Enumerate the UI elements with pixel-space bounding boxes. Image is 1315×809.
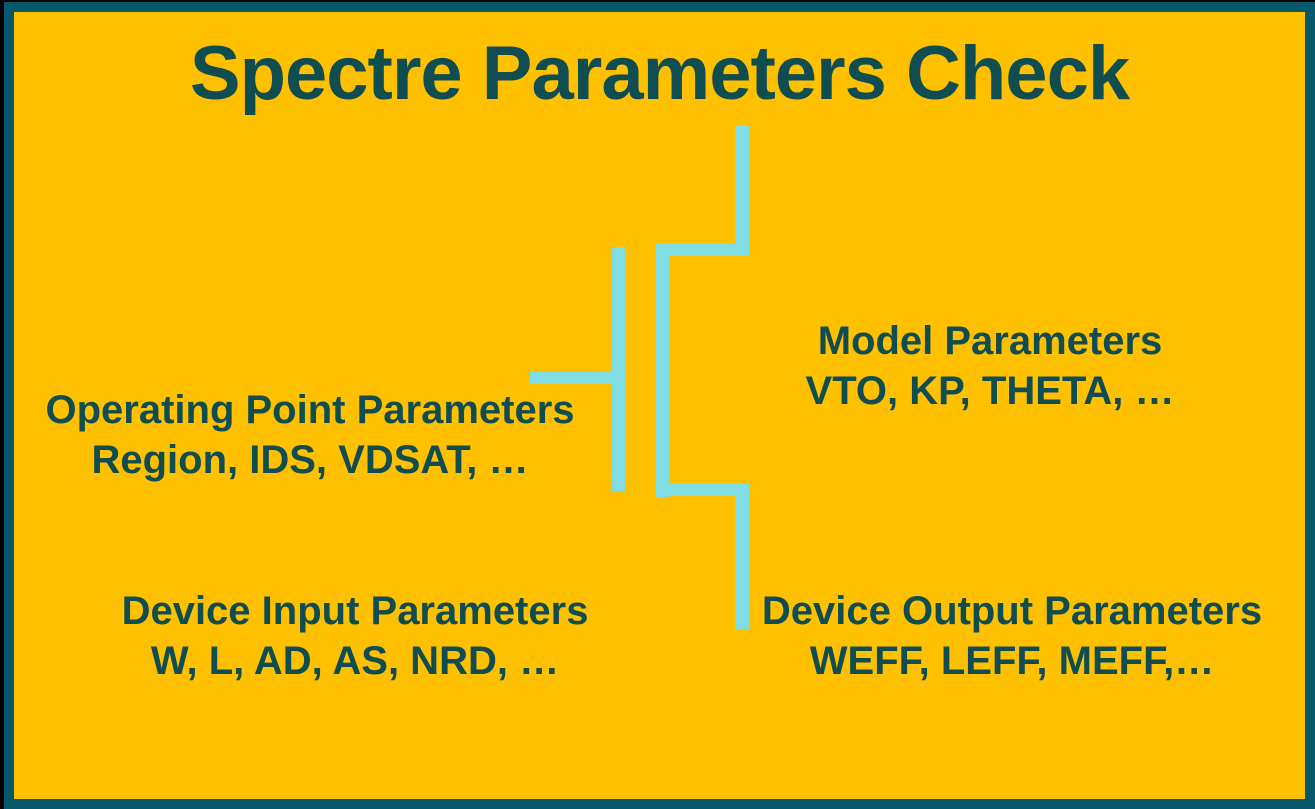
device-output-parameters-label: Device Output Parameters WEFF, LEFF, MEF… [722, 586, 1302, 686]
mosfet-source-lead-vertical-line [735, 483, 749, 630]
device-output-parameters-title: Device Output Parameters [761, 589, 1263, 633]
mosfet-drain-lead-vertical-line [735, 125, 749, 255]
slide-title: Spectre Parameters Check [189, 31, 1130, 116]
operating-point-parameters-label: Operating Point Parameters Region, IDS, … [4, 385, 616, 485]
mosfet-channel-bar-line [656, 243, 669, 497]
device-output-parameters-examples: WEFF, LEFF, MEFF,… [809, 639, 1215, 683]
model-parameters-title: Model Parameters [817, 319, 1163, 363]
mosfet-gate-lead-line [530, 372, 618, 384]
device-input-parameters-label: Device Input Parameters W, L, AD, AS, NR… [75, 586, 635, 686]
operating-point-parameters-title: Operating Point Parameters [45, 388, 575, 432]
model-parameters-examples: VTO, KP, THETA, … [805, 369, 1175, 413]
operating-point-parameters-examples: Region, IDS, VDSAT, … [91, 438, 529, 482]
device-input-parameters-title: Device Input Parameters [121, 589, 589, 633]
mosfet-gate-bar-line [612, 247, 625, 491]
device-input-parameters-examples: W, L, AD, AS, NRD, … [150, 639, 560, 683]
mosfet-drain-lead-horizontal-line [656, 243, 749, 256]
slide-canvas: Spectre Parameters Check Operating Point… [4, 2, 1315, 809]
mosfet-source-lead-horizontal-line [656, 483, 749, 496]
model-parameters-label: Model Parameters VTO, KP, THETA, … [740, 316, 1240, 416]
